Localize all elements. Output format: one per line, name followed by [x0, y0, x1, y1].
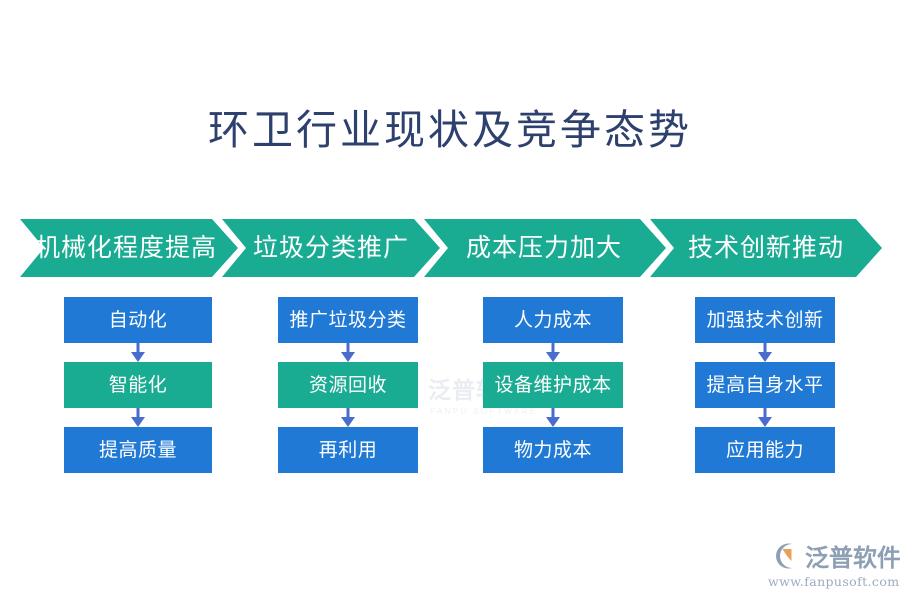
flow-node-4-2[interactable]: 提高自身水平	[695, 362, 835, 408]
logo-url: www.fanpusoft.com	[768, 574, 900, 589]
flow-node-3-2[interactable]: 设备维护成本	[483, 362, 623, 408]
fanpu-mark-icon	[768, 540, 800, 572]
flow-node-4-1[interactable]: 加强技术创新	[695, 297, 835, 343]
flow-arrow-4-1	[756, 343, 774, 362]
flow-arrow-1-2	[129, 408, 147, 427]
chevron-stage-2	[222, 219, 440, 277]
flow-arrow-3-2	[544, 408, 562, 427]
stage-label-4: 技术创新推动	[687, 233, 844, 262]
flow-column-2: 推广垃圾分类 资源回收 再利用	[278, 297, 418, 473]
flow-arrow-2-1	[339, 343, 357, 362]
chevron-stage-4	[650, 219, 882, 277]
chevron-shapes	[20, 219, 882, 277]
flow-node-1-1[interactable]: 自动化	[64, 297, 212, 343]
fanpu-logo[interactable]: 泛普软件 www.fanpusoft.com	[768, 538, 900, 590]
stage-chevron-band	[0, 219, 900, 277]
flow-node-3-3[interactable]: 物力成本	[483, 427, 623, 473]
flow-node-1-3[interactable]: 提高质量	[64, 427, 212, 473]
chevron-stage-3	[424, 219, 666, 277]
flow-node-3-1[interactable]: 人力成本	[483, 297, 623, 343]
logo-row: 泛普软件	[768, 538, 900, 573]
stage-label-2: 垃圾分类推广	[252, 233, 409, 262]
flow-column-3: 人力成本 设备维护成本 物力成本	[483, 297, 623, 473]
flow-node-2-3[interactable]: 再利用	[278, 427, 418, 473]
logo-brand: 泛普软件	[805, 544, 900, 572]
flow-arrow-1-1	[129, 343, 147, 362]
stage-label-1: 机械化程度提高	[34, 233, 217, 262]
chevron-stage-1	[20, 219, 238, 277]
flow-column-4: 加强技术创新 提高自身水平 应用能力	[695, 297, 835, 473]
flow-node-2-2[interactable]: 资源回收	[278, 362, 418, 408]
flow-arrow-4-2	[756, 408, 774, 427]
flow-arrow-2-2	[339, 408, 357, 427]
flow-arrow-3-1	[544, 343, 562, 362]
page-title: 环卫行业现状及竞争态势	[208, 106, 692, 154]
flow-node-2-1[interactable]: 推广垃圾分类	[278, 297, 418, 343]
flow-column-1: 自动化 智能化 提高质量	[64, 297, 212, 473]
flow-node-4-3[interactable]: 应用能力	[695, 427, 835, 473]
stage-label-3: 成本压力加大	[465, 233, 622, 262]
flow-node-1-2[interactable]: 智能化	[64, 362, 212, 408]
